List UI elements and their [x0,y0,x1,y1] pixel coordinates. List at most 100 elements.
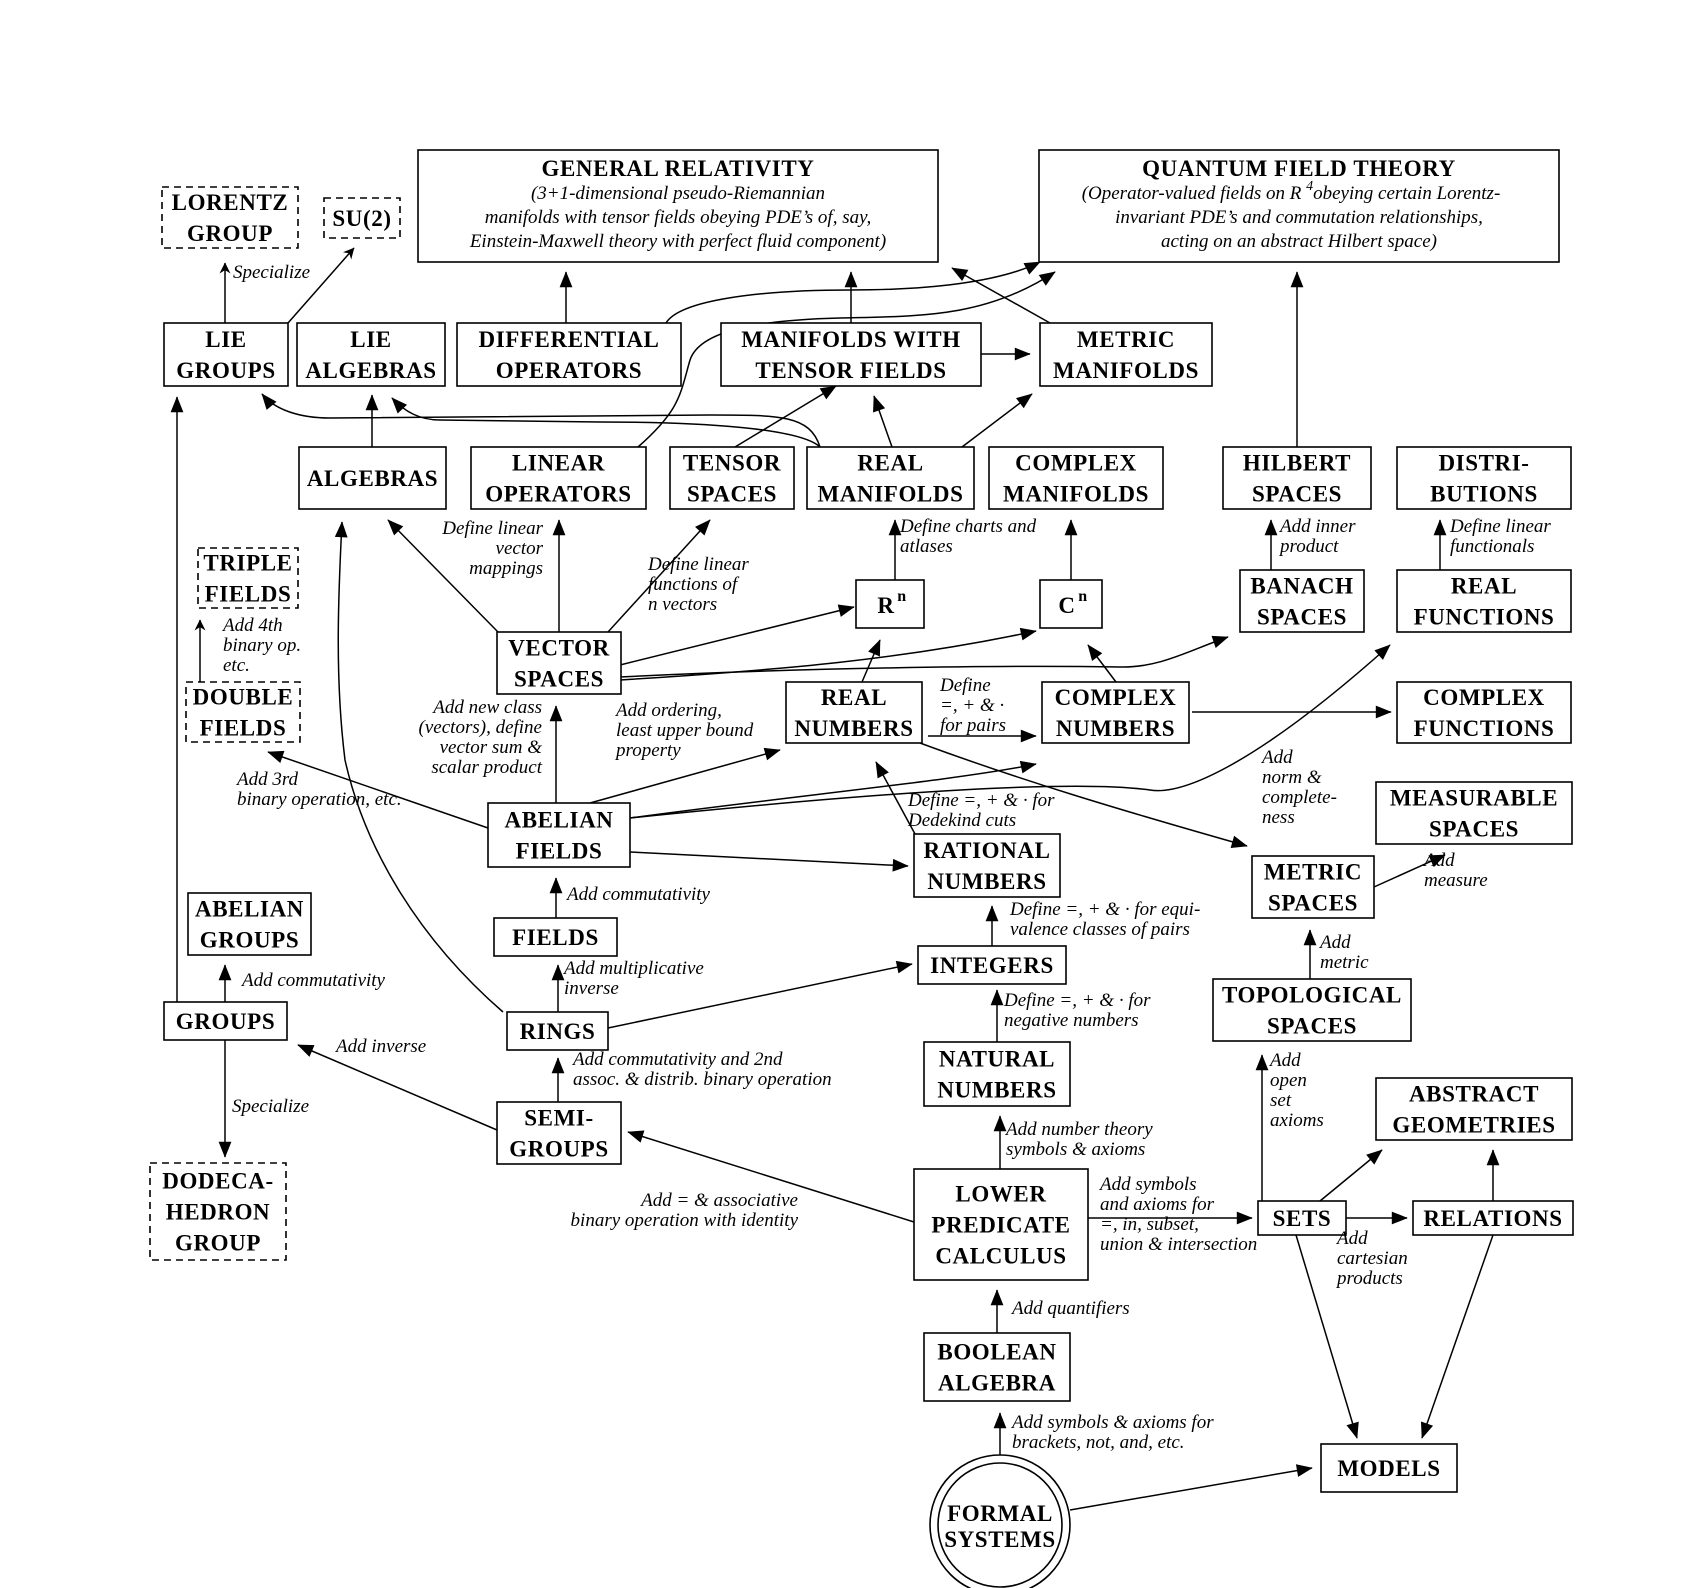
edge-rings-to-algebras [334,521,504,1013]
node-box [720,322,982,387]
node-box [417,149,939,263]
node-box [1239,569,1365,633]
edge-label-line: Define =, + & · for [1003,990,1151,1011]
edge-label-line: binary operation, etc. [237,789,402,810]
edge-label-add-inverse: Add inverse [334,1036,426,1057]
node-label: SPACES [1267,1014,1357,1039]
edge-label-line: mappings [469,558,543,579]
node-box [785,681,923,744]
edge-label-specialize-bottom: Specialize [232,1096,309,1117]
node-box [1039,322,1213,387]
node-box [1396,569,1572,633]
node-box [149,1162,287,1261]
node-label: HILBERT [1243,451,1351,476]
node-label: SPACES [687,482,777,507]
edge-label-add-commutativity-groups: Add commutativity [240,970,386,991]
node-label: FIELDS [512,925,599,950]
node-box [923,1332,1071,1402]
node-label: GROUPS [200,928,299,953]
edge-label-line: union & intersection [1100,1234,1257,1255]
node-box [923,1041,1071,1107]
edge-label-line: atlases [900,536,953,557]
node-subtitle: manifolds with tensor fields obeying PDE… [485,207,872,228]
node-label: R [877,593,894,618]
edge-label-define-pairs: Define=, + & ·for pairs [939,675,1006,736]
node-box [1320,1443,1458,1493]
node-label: GROUPS [509,1137,608,1162]
edge-label-line: brackets, not, and, etc. [1012,1432,1185,1453]
edge-label-line: Define [939,675,991,696]
edge-label-line: scalar product [431,757,542,778]
node-label: HEDRON [166,1200,271,1225]
node-label: DISTRI- [1438,451,1529,476]
edge-label-line: Define linear [1449,516,1551,537]
node-label: SPACES [1268,891,1358,916]
node-label: PREDICATE [931,1213,1070,1238]
edge-label-line: Add inner [1278,516,1356,537]
edge-label-line: and axioms for [1100,1194,1215,1215]
edge-label-line: Add 4th [221,615,283,636]
nodes-layer: GENERAL RELATIVITY(3+1-dimensional pseud… [149,149,1574,1588]
node-label: SU(2) [332,206,391,231]
node-box [323,197,401,239]
node-label: LIE [205,327,246,352]
sets-node: SETS [1257,1200,1347,1236]
node-label: INTEGERS [930,953,1054,978]
node-label: COMPLEX [1015,451,1137,476]
general-relativity-node: GENERAL RELATIVITY(3+1-dimensional pseud… [417,149,939,263]
edge-label-line: Add symbols & axioms for [1010,1412,1214,1433]
node-box [806,446,975,510]
node-label: FORMAL [947,1501,1053,1526]
edge-af-to-realnum [589,747,781,804]
node-box [913,1168,1089,1281]
node-label: SPACES [1429,817,1519,842]
edge-vs-to-banach [619,635,1229,678]
edge-label-line: inverse [564,978,619,999]
node-label: FIELDS [516,839,603,864]
edge-label-line: valence classes of pairs [1010,919,1190,940]
edge-lie-groups-to-su2 [287,247,355,324]
node-label: REAL [1451,574,1517,599]
node-label: DODECA- [162,1169,274,1194]
node-label: NATURAL [939,1047,1055,1072]
node-box [913,833,1061,898]
node-label: SETS [1273,1206,1332,1231]
node-box [1375,1077,1573,1141]
edge-label-line: Add commutativity [565,884,711,905]
node-label: NUMBERS [1056,716,1175,741]
edge-sets-to-models [1295,1234,1359,1439]
node-label: NUMBERS [937,1078,1056,1103]
node-box [298,446,447,510]
node-label: NUMBERS [794,716,913,741]
node-label: GEOMETRIES [1392,1113,1555,1138]
node-label: TENSOR FIELDS [755,358,946,383]
edge-vs-to-tensor-spaces [607,519,711,633]
node-box [163,1001,288,1041]
edges-layer [170,247,1500,1511]
edge-label-line: set [1270,1090,1292,1111]
node-label: GROUPS [176,1009,275,1034]
node-box [456,322,682,387]
abelian-fields-node: ABELIAN FIELDS [487,802,631,868]
node-label: ABELIAN [504,808,613,833]
edge-label-line: Add commutativity [240,970,386,991]
edge-af-to-realfunc [629,644,1391,819]
node-label: CALCULUS [935,1244,1066,1269]
